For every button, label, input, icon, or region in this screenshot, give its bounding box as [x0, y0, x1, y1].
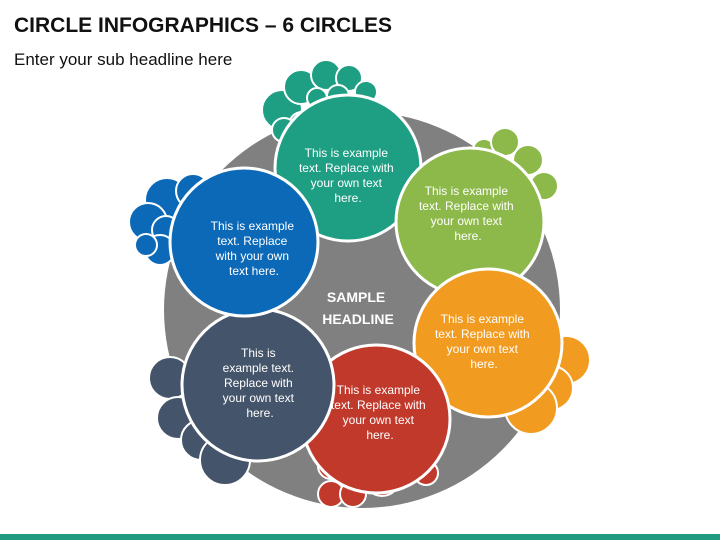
orange-line-1: This is example	[441, 312, 525, 326]
slate-line-2: example text.	[223, 361, 294, 375]
page-subtitle: Enter your sub headline here	[14, 50, 233, 69]
center-headline-line-1: SAMPLE	[327, 289, 385, 305]
orange-line-4: here.	[470, 357, 497, 371]
green-line-4: here.	[454, 229, 481, 243]
orange-line-3: your own text	[447, 342, 519, 356]
slate-line-3: Replace with	[224, 376, 293, 390]
red-line-4: here.	[366, 428, 393, 442]
red-circle-text: This is example text. Replace with your …	[331, 383, 429, 442]
blue-circle-text: This is example text. Replace with your …	[211, 219, 298, 278]
green-circle-text: This is example text. Replace with your …	[419, 184, 517, 243]
green-line-2: text. Replace with	[419, 199, 514, 213]
slate-line-4: your own text	[223, 391, 295, 405]
blue-line-1: This is example	[211, 219, 295, 233]
red-line-2: text. Replace with	[331, 398, 426, 412]
blue-line-3: with your own	[215, 249, 289, 263]
blue-circle	[168, 166, 320, 318]
center-headline-line-2: HEADLINE	[322, 311, 394, 327]
bottom-accent-bar	[0, 534, 720, 540]
orange-circle	[412, 267, 564, 419]
teal-line-4: here.	[334, 191, 361, 205]
teal-circle-text: This is example text. Replace with your …	[299, 146, 397, 205]
red-line-1: This is example	[337, 383, 421, 397]
slate-line-1: This is	[241, 346, 276, 360]
center-headline: SAMPLE HEADLINE	[322, 289, 394, 327]
orange-line-2: text. Replace with	[435, 327, 530, 341]
blue-line-2: text. Replace	[217, 234, 287, 248]
green-line-1: This is example	[425, 184, 509, 198]
green-line-3: your own text	[431, 214, 503, 228]
orange-circle-text: This is example text. Replace with your …	[435, 312, 533, 371]
teal-line-3: your own text	[311, 176, 383, 190]
blue-line-4: text here.	[229, 264, 279, 278]
red-line-3: your own text	[343, 413, 415, 427]
teal-line-2: text. Replace with	[299, 161, 394, 175]
slate-line-5: here.	[246, 406, 273, 420]
page-title: CIRCLE INFOGRAPHICS – 6 CIRCLES	[14, 14, 393, 37]
slate-circle-text: This is example text. Replace with your …	[223, 346, 298, 420]
teal-line-1: This is example	[305, 146, 389, 160]
